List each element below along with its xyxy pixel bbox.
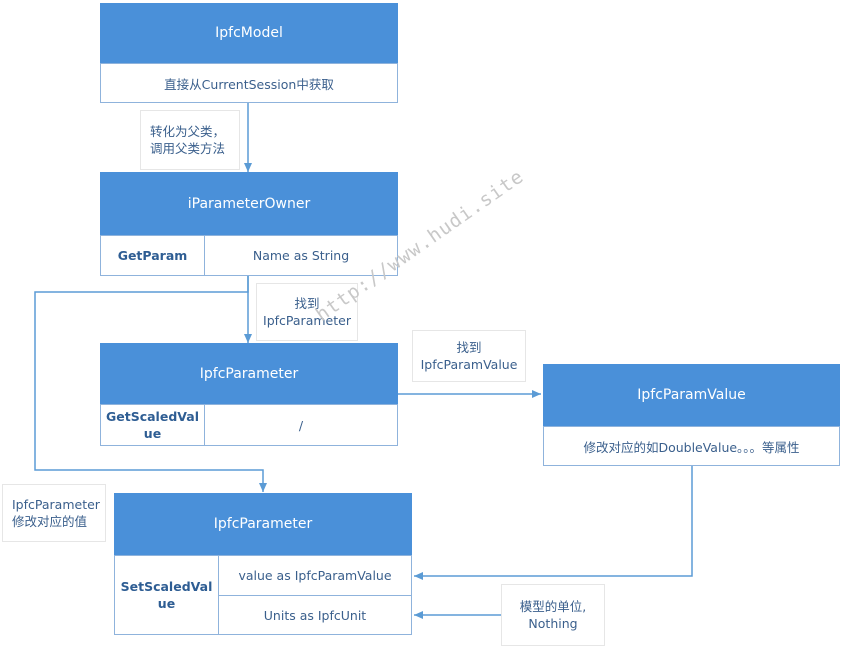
ipfc-parameter-title-2: IpfcParameter [114, 493, 412, 555]
note-find-parameter: 找到 IpfcParameter [256, 283, 358, 341]
parameter-owner-title: iParameterOwner [100, 172, 398, 235]
ipfc-model-row: 直接从CurrentSession中获取 [100, 63, 398, 103]
ipfc-model-node: IpfcModel 直接从CurrentSession中获取 [100, 3, 398, 103]
arrow-paramvalue-to-setvalue [414, 466, 693, 580]
note-modify-line1: IpfcParameter [12, 497, 100, 512]
note-unit-line2: Nothing [528, 616, 578, 631]
note-find-parameter-line1: 找到 [294, 296, 320, 311]
note-unit-line1: 模型的单位, [519, 599, 587, 614]
get-scaled-value-arg: / [204, 404, 398, 446]
set-scaled-value-arg-value: value as IpfcParamValue [218, 555, 412, 596]
note-modify-parameter: IpfcParameter 修改对应的值 [2, 484, 106, 542]
get-param-method: GetParam [100, 235, 205, 276]
note-find-value-line2: IpfcParamValue [420, 357, 518, 372]
note-model-unit: 模型的单位, Nothing [501, 584, 605, 646]
ipfc-parameter-node-1: IpfcParameter GetScaledValue / [100, 343, 398, 446]
note-convert-line1: 转化为父类， [150, 124, 226, 139]
ipfc-param-value-node: IpfcParamValue 修改对应的如DoubleValue。。。等属性 [543, 364, 840, 466]
get-param-arg: Name as String [204, 235, 398, 276]
note-convert-to-parent: 转化为父类， 调用父类方法 [140, 110, 240, 170]
note-convert-line2: 调用父类方法 [150, 141, 226, 156]
ipfc-param-value-row: 修改对应的如DoubleValue。。。等属性 [543, 426, 840, 466]
arrow-owner-to-param2 [34, 276, 267, 492]
set-scaled-value-arg-units: Units as IpfcUnit [218, 595, 412, 635]
note-find-param-value: 找到 IpfcParamValue [412, 330, 526, 382]
parameter-owner-node: iParameterOwner GetParam Name as String [100, 172, 398, 276]
note-find-value-line1: 找到 [456, 340, 482, 355]
ipfc-parameter-title-1: IpfcParameter [100, 343, 398, 404]
ipfc-parameter-node-2: IpfcParameter SetScaledValue value as Ip… [114, 493, 412, 635]
set-scaled-value-method: SetScaledValue [114, 555, 219, 635]
note-find-parameter-line2: IpfcParameter [263, 313, 351, 328]
ipfc-model-title: IpfcModel [100, 3, 398, 63]
ipfc-param-value-title: IpfcParamValue [543, 364, 840, 426]
note-modify-line2: 修改对应的值 [12, 514, 88, 529]
get-scaled-value-method: GetScaledValue [100, 404, 205, 446]
